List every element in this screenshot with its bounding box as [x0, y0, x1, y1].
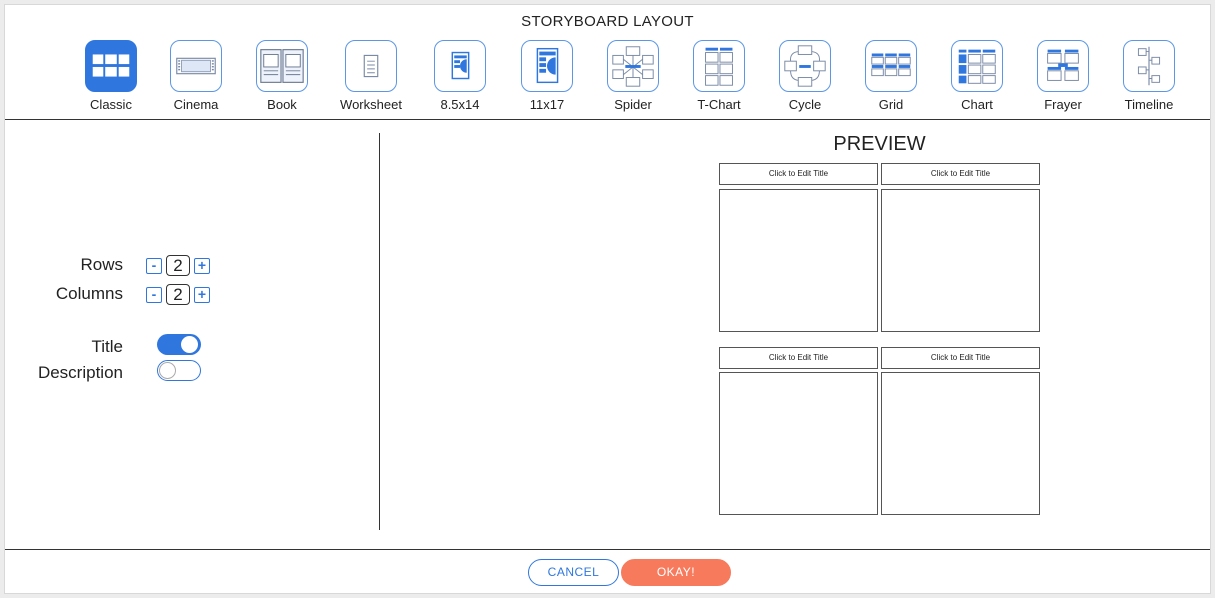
toggle-knob [159, 362, 176, 379]
layout-worksheet[interactable]: Worksheet [331, 40, 411, 112]
layout-label: Grid [878, 97, 904, 112]
panel-divider [379, 133, 380, 530]
okay-button[interactable]: OKAY! [621, 559, 731, 586]
layout-label: 11x17 [529, 97, 565, 112]
timeline-icon [1123, 40, 1175, 92]
layout-grid[interactable]: Grid [851, 40, 931, 112]
cycle-icon [779, 40, 831, 92]
cinema-film-icon [170, 40, 222, 92]
layout-label: 8.5x14 [440, 97, 480, 112]
layout-spider[interactable]: Spider [593, 40, 673, 112]
chart-icon [951, 40, 1003, 92]
cancel-button[interactable]: CANCEL [528, 559, 619, 586]
dialog-title: STORYBOARD LAYOUT [521, 13, 694, 30]
layout-label: Classic [90, 97, 132, 112]
layout-label: Spider [614, 97, 652, 112]
preview-cell[interactable] [719, 189, 878, 332]
description-toggle-label: Description [37, 363, 123, 382]
cell-title-field[interactable]: Click to Edit Title [719, 347, 878, 369]
layout-chart[interactable]: Chart [937, 40, 1017, 112]
rows-decrement-button[interactable]: - [146, 257, 162, 274]
page-8x14-icon [434, 40, 486, 92]
rows-stepper: - 2 + [146, 255, 210, 276]
layout-label: Frayer [1044, 97, 1082, 112]
cell-title-field[interactable]: Click to Edit Title [719, 163, 878, 185]
layout-options: Classic Cinema Book Worksheet [5, 40, 1210, 120]
layout-11x17[interactable]: 11x17 [507, 40, 587, 112]
classic-grid-icon [85, 40, 137, 92]
rows-label: Rows [80, 255, 123, 274]
layout-t-chart[interactable]: T-Chart [679, 40, 759, 112]
header-divider [5, 119, 1210, 120]
book-pages-icon [256, 40, 308, 92]
description-toggle[interactable] [157, 360, 201, 381]
toggle-knob [181, 336, 198, 353]
columns-value[interactable]: 2 [166, 284, 190, 305]
title-toggle-label: Title [91, 337, 124, 356]
layout-label: Chart [961, 97, 993, 112]
title-toggle[interactable] [157, 334, 201, 355]
layout-cinema[interactable]: Cinema [156, 40, 236, 112]
frayer-icon [1037, 40, 1089, 92]
layout-frayer[interactable]: Frayer [1023, 40, 1103, 112]
worksheet-icon [345, 40, 397, 92]
columns-stepper: - 2 + [146, 284, 210, 305]
layout-label: T-Chart [697, 97, 741, 112]
columns-increment-button[interactable]: + [194, 286, 210, 303]
layout-label: Book [267, 97, 297, 112]
layout-label: Timeline [1124, 97, 1174, 112]
preview-cell[interactable] [881, 189, 1040, 332]
layout-book[interactable]: Book [242, 40, 322, 112]
preview-heading: PREVIEW [833, 133, 926, 155]
preview-cell[interactable] [719, 372, 878, 515]
footer-divider [5, 549, 1210, 550]
preview-cell[interactable] [881, 372, 1040, 515]
layout-label: Cycle [788, 97, 822, 112]
storyboard-layout-dialog: STORYBOARD LAYOUT Classic Cinema Book [4, 4, 1211, 594]
columns-decrement-button[interactable]: - [146, 286, 162, 303]
columns-label: Columns [55, 284, 123, 303]
cell-title-field[interactable]: Click to Edit Title [881, 163, 1040, 185]
layout-cycle[interactable]: Cycle [765, 40, 845, 112]
grid-icon [865, 40, 917, 92]
cell-title-field[interactable]: Click to Edit Title [881, 347, 1040, 369]
spider-map-icon [607, 40, 659, 92]
page-11x17-icon [521, 40, 573, 92]
layout-timeline[interactable]: Timeline [1109, 40, 1189, 112]
layout-label: Worksheet [340, 97, 402, 112]
t-chart-icon [693, 40, 745, 92]
rows-increment-button[interactable]: + [194, 257, 210, 274]
layout-label: Cinema [173, 97, 219, 112]
rows-value[interactable]: 2 [166, 255, 190, 276]
layout-classic[interactable]: Classic [71, 40, 151, 112]
layout-8-5x14[interactable]: 8.5x14 [420, 40, 500, 112]
